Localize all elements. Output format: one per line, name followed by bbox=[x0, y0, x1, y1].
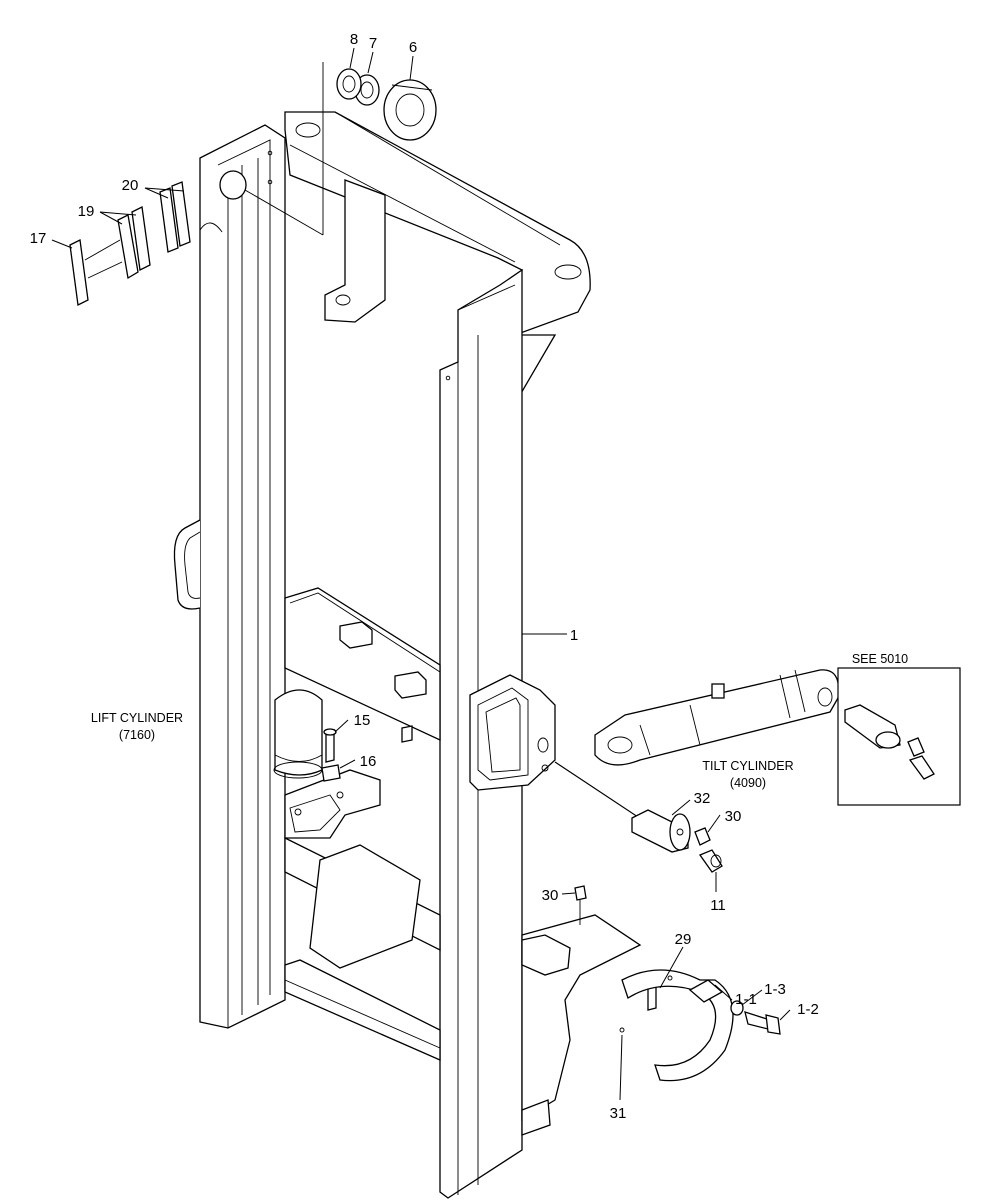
roller-shaft bbox=[219, 170, 324, 236]
part-20-spacers bbox=[159, 181, 191, 253]
lift-cylinder-bottom bbox=[273, 689, 323, 779]
part-15-bolt bbox=[323, 728, 337, 763]
lift-cylinder-support bbox=[284, 769, 381, 839]
tilt-cylinder bbox=[594, 669, 840, 766]
part-16-nut bbox=[321, 764, 341, 782]
grease-fitting-30b bbox=[574, 885, 587, 925]
part-8-shim bbox=[336, 68, 362, 100]
lift-cylinder-label: LIFT CYLINDER bbox=[91, 711, 183, 725]
bolt-11 bbox=[699, 849, 723, 873]
callout-17: 17 bbox=[30, 230, 47, 247]
callout-19: 19 bbox=[78, 203, 95, 220]
callout-16: 16 bbox=[360, 753, 377, 770]
part-1-1-bracket bbox=[688, 979, 724, 1003]
side-handle bbox=[173, 519, 201, 610]
part-1-2-bolt bbox=[744, 1011, 781, 1035]
callout-30-lower: 30 bbox=[542, 887, 559, 904]
callout-15: 15 bbox=[354, 712, 371, 729]
callout-29: 29 bbox=[675, 931, 692, 948]
callout-1: 1 bbox=[570, 627, 578, 644]
part-17-plate bbox=[69, 239, 123, 306]
trunnion-bracket bbox=[521, 914, 642, 1136]
part-6-bearing bbox=[383, 79, 437, 141]
callout-7: 7 bbox=[369, 35, 377, 52]
leader-lines bbox=[51, 47, 791, 1101]
callout-8: 8 bbox=[350, 31, 358, 48]
callout-11: 11 bbox=[710, 897, 726, 914]
callout-6: 6 bbox=[409, 39, 417, 56]
middle-crossmember bbox=[284, 587, 441, 743]
tilt-cylinder-ref: (4090) bbox=[730, 776, 766, 790]
tilt-cylinder-label: TILT CYLINDER bbox=[702, 759, 793, 773]
captions: LIFT CYLINDER (7160) TILT CYLINDER (4090… bbox=[91, 652, 908, 790]
tilt-mount-box bbox=[469, 674, 556, 791]
lift-cylinder-ref: (7160) bbox=[119, 728, 155, 742]
see-reference-label: SEE 5010 bbox=[852, 652, 908, 666]
grease-fitting-30a bbox=[694, 827, 711, 846]
mast-top-header bbox=[284, 111, 591, 417]
part-1-3-washer bbox=[730, 1000, 744, 1016]
callout-1-3: 1-3 bbox=[764, 981, 786, 998]
callout-30: 30 bbox=[725, 808, 742, 825]
callout-20: 20 bbox=[122, 177, 139, 194]
callout-32: 32 bbox=[694, 790, 711, 807]
callout-1-1: 1-1 bbox=[735, 991, 757, 1008]
part-29-pin bbox=[647, 985, 657, 1011]
left-upright-rail bbox=[199, 124, 286, 1029]
see-reference-box bbox=[837, 667, 961, 806]
callout-numbers: 8 7 6 20 19 17 1 15 16 32 30 11 30 29 1-… bbox=[30, 31, 819, 1122]
part-19-shims bbox=[117, 206, 151, 280]
callout-1-2: 1-2 bbox=[797, 1001, 819, 1018]
pin-32 bbox=[554, 761, 691, 853]
lower-crossmember bbox=[284, 836, 441, 1061]
callout-31: 31 bbox=[610, 1105, 627, 1122]
